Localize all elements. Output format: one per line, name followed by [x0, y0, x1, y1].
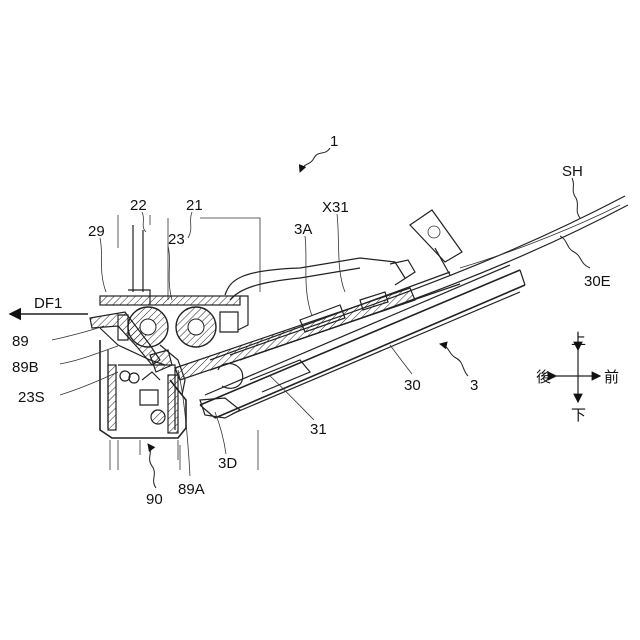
label-3d: 3D: [218, 455, 237, 472]
legend-front: 前: [604, 368, 619, 386]
label-sh: SH: [562, 163, 583, 180]
label-23: 23: [168, 231, 185, 248]
label-89b: 89B: [12, 359, 39, 376]
label-30e: 30E: [584, 273, 611, 290]
label-89: 89: [12, 333, 29, 350]
plate-29: [100, 296, 240, 305]
label-90: 90: [146, 491, 163, 508]
label-29: 29: [88, 223, 105, 240]
legend-up: 上: [571, 330, 586, 348]
label-3a: 3A: [294, 221, 312, 238]
label-1: 1: [330, 133, 338, 150]
legend-down: 下: [571, 406, 586, 424]
label-23s: 23S: [18, 389, 45, 406]
housing-90: [100, 340, 186, 470]
label-df1: DF1: [34, 295, 62, 312]
label-21: 21: [186, 197, 203, 214]
direction-legend: 上 下 後 前: [536, 330, 619, 424]
label-x31: X31: [322, 199, 349, 216]
label-3: 3: [470, 377, 478, 394]
label-22: 22: [130, 197, 147, 214]
label-31: 31: [310, 421, 327, 438]
legend-back: 後: [536, 368, 551, 386]
label-30: 30: [404, 377, 421, 394]
label-89a: 89A: [178, 481, 205, 498]
